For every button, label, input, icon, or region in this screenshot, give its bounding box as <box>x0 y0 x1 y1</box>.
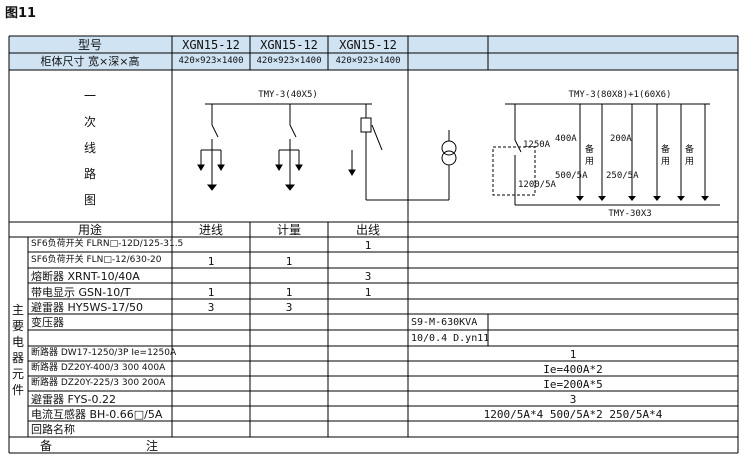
lv-bottom-bus-label: TMY-30X3 <box>608 209 652 219</box>
equipment-label-char: 电 <box>11 335 25 349</box>
remarks-label-char: 注 <box>146 439 159 453</box>
lv-bus-label: TMY-3(80X8)+1(60X6) <box>568 90 672 100</box>
row-value: 3 <box>207 301 215 314</box>
transformer-vector: 10/0.4 D.yn11 <box>411 333 490 344</box>
row-value: 1 <box>285 255 293 268</box>
row-value: 1 <box>207 255 215 268</box>
model-col-3: XGN15-12 <box>339 38 397 52</box>
primary-label-char: 图 <box>83 193 97 207</box>
ct-500-label: 500/5A <box>555 171 588 181</box>
model-col-2: XGN15-12 <box>260 38 318 52</box>
figure-label: 图11 <box>5 6 37 21</box>
ct-250-label: 250/5A <box>606 171 639 181</box>
row-name: 避雷器 FYS-0.22 <box>31 393 116 406</box>
row-name: SF6负荷开关 FLRN□-12D/125-31.5 <box>31 239 184 249</box>
usage-col-2: 计量 <box>276 223 302 237</box>
primary-label-char: 一 <box>83 89 97 103</box>
row-name: 断路器 DZ20Y-225/3 300 200A <box>31 378 166 388</box>
row-lv-value: Ie=400A*2 <box>543 363 603 376</box>
equipment-label-char: 元 <box>11 367 25 381</box>
row-value: 1 <box>364 286 372 299</box>
equipment-label-char: 件 <box>11 383 25 397</box>
primary-label-char: 次 <box>83 115 97 129</box>
equipment-label-char: 主 <box>11 303 25 317</box>
spare-label: 用 <box>661 157 671 167</box>
transformer-model: S9-M-630KVA <box>411 317 478 328</box>
ct-main-label: 1200/5A <box>518 180 556 190</box>
remarks-label-char: 备 <box>40 439 53 453</box>
spare-label: 用 <box>585 157 595 167</box>
size-col-1: 420×923×1400 <box>178 56 244 66</box>
row-name: 电流互感器 BH-0.66□/5A <box>31 408 163 421</box>
size-col-2: 420×923×1400 <box>256 56 322 66</box>
usage-col-3: 出线 <box>355 223 381 237</box>
usage-label: 用途 <box>77 223 103 237</box>
primary-label-char: 线 <box>83 141 97 155</box>
row-lv-value: 1 <box>569 348 577 361</box>
row-value: 1 <box>207 286 215 299</box>
primary-label-char: 路 <box>83 167 97 181</box>
size-label: 柜体尺寸 宽×深×高 <box>40 55 140 68</box>
spare-label: 用 <box>685 157 695 167</box>
grid-lines <box>8 35 739 454</box>
schematic-markers <box>576 196 709 201</box>
row-lv-value: 3 <box>569 393 577 406</box>
row-name: 熔断器 XRNT-10/40A <box>31 270 140 283</box>
row-name: 回路名称 <box>31 423 75 436</box>
row-name: 避雷器 HY5WS-17/50 <box>31 301 144 314</box>
row-name: 变压器 <box>31 316 64 329</box>
model-label: 型号 <box>77 38 103 52</box>
size-col-3: 420×923×1400 <box>335 56 401 66</box>
row-lv-value: 1200/5A*4 500/5A*2 250/5A*4 <box>483 408 663 421</box>
hv-bus-label: TMY-3(40X5) <box>258 90 318 100</box>
row-name: 断路器 DZ20Y-400/3 300 400A <box>31 363 166 373</box>
feeder-200-label: 200A <box>610 134 632 144</box>
spare-label: 备 <box>661 145 671 155</box>
row-value: 3 <box>364 270 372 283</box>
row-name: 断路器 DW17-1250/3P Ie=1250A <box>31 348 177 358</box>
model-col-1: XGN15-12 <box>182 38 240 52</box>
spare-label: 备 <box>585 145 595 155</box>
row-value: 1 <box>364 239 372 252</box>
row-lv-value: Ie=200A*5 <box>543 378 603 391</box>
equipment-label-char: 要 <box>11 319 25 333</box>
row-value: 3 <box>285 301 293 314</box>
row-name: SF6负荷开关 FLN□-12/630-20 <box>31 255 162 265</box>
schematic <box>197 103 720 206</box>
usage-col-1: 进线 <box>198 223 224 237</box>
row-name: 带电显示 GSN-10/T <box>31 286 131 299</box>
equipment-label-char: 器 <box>11 351 25 365</box>
spare-label: 备 <box>685 145 695 155</box>
row-value: 1 <box>285 286 293 299</box>
main-breaker-label: 1250A <box>523 140 551 150</box>
feeder-400-label: 400A <box>555 134 577 144</box>
